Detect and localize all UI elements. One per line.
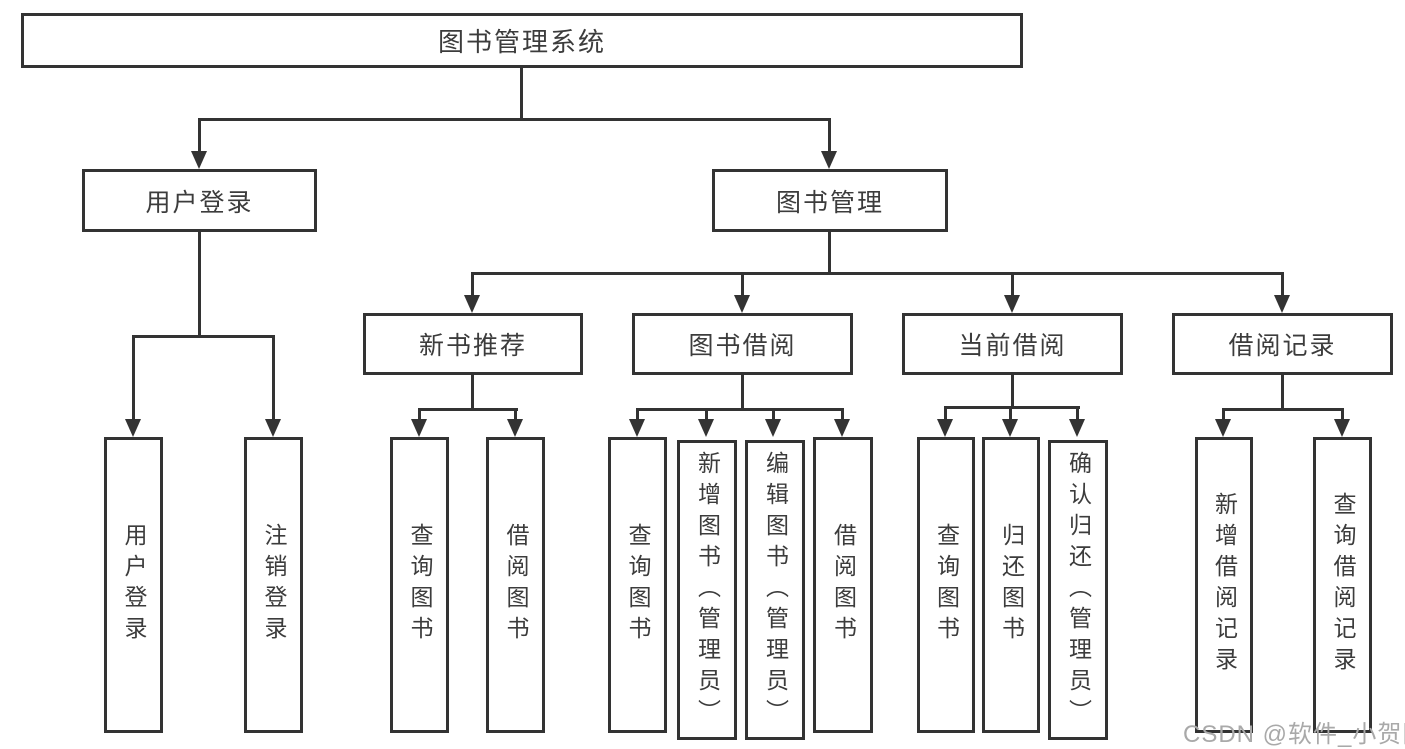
connector-drop-book-management: [828, 118, 831, 153]
node-label: 图书管理: [775, 188, 884, 217]
arrow-down-icon: [265, 419, 281, 437]
leaf-borrow-books-recommend: 借阅图书: [486, 437, 545, 733]
connector-book-management-stem: [828, 232, 831, 274]
arrow-down-icon: [1215, 419, 1231, 437]
node-library-management-system: 图书管理系统: [21, 13, 1023, 68]
leaf-return-book: 归还图书: [982, 437, 1040, 733]
node-book-borrowing: 图书借阅: [632, 313, 853, 375]
leaf-query-borrow-record: 查询借阅记录: [1313, 437, 1372, 733]
node-label: 确认归还（管理员）: [1065, 450, 1092, 730]
node-label: 注销登录: [261, 523, 287, 647]
connector-book-borrow-bar: [636, 408, 844, 411]
arrow-down-icon: [507, 419, 523, 437]
node-borrowing-records: 借阅记录: [1172, 313, 1393, 375]
connector-borrow-records-stem: [1281, 375, 1284, 411]
connector-book-borrow-stem: [741, 375, 744, 411]
connector-book-management-bar: [471, 272, 1284, 275]
connector-new-book-stem: [471, 375, 474, 411]
connector-drop-user-login: [198, 118, 201, 153]
leaf-confirm-return-admin: 确认归还（管理员）: [1048, 440, 1108, 740]
connector-current-borrow-stem: [1011, 375, 1014, 409]
arrow-down-icon: [629, 419, 645, 437]
node-label: 查询借阅记录: [1330, 492, 1356, 678]
arrow-down-icon: [191, 151, 207, 169]
connector-root-stem: [520, 68, 523, 120]
node-label: 新增图书（管理员）: [694, 450, 721, 730]
connector-drop-leaf: [841, 408, 844, 421]
arrow-down-icon: [834, 419, 850, 437]
leaf-edit-book-admin: 编辑图书（管理员）: [745, 440, 805, 740]
arrow-down-icon: [1069, 419, 1085, 437]
connector-drop-leaf: [1009, 406, 1012, 421]
connector-borrow-records-bar: [1222, 408, 1343, 411]
leaf-query-books-current: 查询图书: [917, 437, 975, 733]
connector-drop-leaf: [772, 408, 775, 421]
connector-drop-leaf: [1076, 406, 1079, 421]
node-label: 新增借阅记录: [1211, 492, 1238, 678]
arrow-down-icon: [464, 295, 480, 313]
arrow-down-icon: [698, 419, 714, 437]
node-user-login: 用户登录: [82, 169, 317, 232]
leaf-query-books-recommend: 查询图书: [390, 437, 449, 733]
connector-drop-leaf: [132, 335, 135, 421]
node-new-book-recommendation: 新书推荐: [363, 313, 583, 375]
leaf-user-login: 用户登录: [104, 437, 163, 733]
node-label: 用户登录: [145, 188, 254, 217]
connector-current-borrow-bar: [944, 406, 1080, 409]
arrow-down-icon: [734, 295, 750, 313]
node-label: 图书借阅: [688, 332, 797, 360]
node-label: 用户登录: [121, 523, 147, 647]
connector-new-book-bar: [418, 408, 518, 411]
connector-drop-leaf: [636, 408, 639, 421]
connector-drop-current-borrow: [1011, 272, 1014, 297]
leaf-add-borrow-record: 新增借阅记录: [1195, 437, 1253, 733]
leaf-logout: 注销登录: [244, 437, 303, 733]
leaf-add-book-admin: 新增图书（管理员）: [677, 440, 737, 740]
connector-drop-leaf: [944, 406, 947, 421]
arrow-down-icon: [125, 419, 141, 437]
connector-drop-leaf: [514, 408, 517, 421]
node-label: 查询图书: [625, 523, 651, 647]
node-label: 查询图书: [933, 523, 960, 647]
node-current-borrowing: 当前借阅: [902, 313, 1123, 375]
connector-root-bar: [198, 118, 831, 121]
node-label: 编辑图书（管理员）: [762, 450, 789, 730]
connector-drop-borrow-records: [1281, 272, 1284, 297]
arrow-down-icon: [1004, 295, 1020, 313]
connector-user-login-bar: [132, 335, 275, 338]
node-label: 图书管理系统: [437, 27, 606, 57]
connector-drop-leaf: [272, 335, 275, 421]
connector-drop-new-book: [471, 272, 474, 297]
node-label: 借阅图书: [830, 523, 857, 647]
connector-drop-leaf: [1341, 408, 1344, 421]
node-label: 借阅图书: [503, 523, 529, 647]
leaf-query-books-borrowing: 查询图书: [608, 437, 667, 733]
connector-drop-leaf: [1222, 408, 1225, 421]
arrow-down-icon: [1274, 295, 1290, 313]
node-book-management: 图书管理: [712, 169, 948, 232]
connector-drop-book-borrow: [741, 272, 744, 297]
node-label: 查询图书: [407, 523, 433, 647]
arrow-down-icon: [411, 419, 427, 437]
node-label: 归还图书: [998, 523, 1025, 647]
connector-drop-leaf: [705, 408, 708, 421]
node-label: 借阅记录: [1228, 332, 1337, 360]
arrow-down-icon: [937, 419, 953, 437]
arrow-down-icon: [1334, 419, 1350, 437]
node-label: 当前借阅: [958, 332, 1067, 360]
csdn-watermark: CSDN @软件_小贺同学: [1183, 721, 1405, 748]
node-label: 新书推荐: [418, 332, 527, 360]
connector-user-login-stem: [198, 232, 201, 337]
arrow-down-icon: [765, 419, 781, 437]
connector-drop-leaf: [418, 408, 421, 421]
arrow-down-icon: [821, 151, 837, 169]
leaf-borrow-books-borrowing: 借阅图书: [813, 437, 873, 733]
arrow-down-icon: [1002, 419, 1018, 437]
